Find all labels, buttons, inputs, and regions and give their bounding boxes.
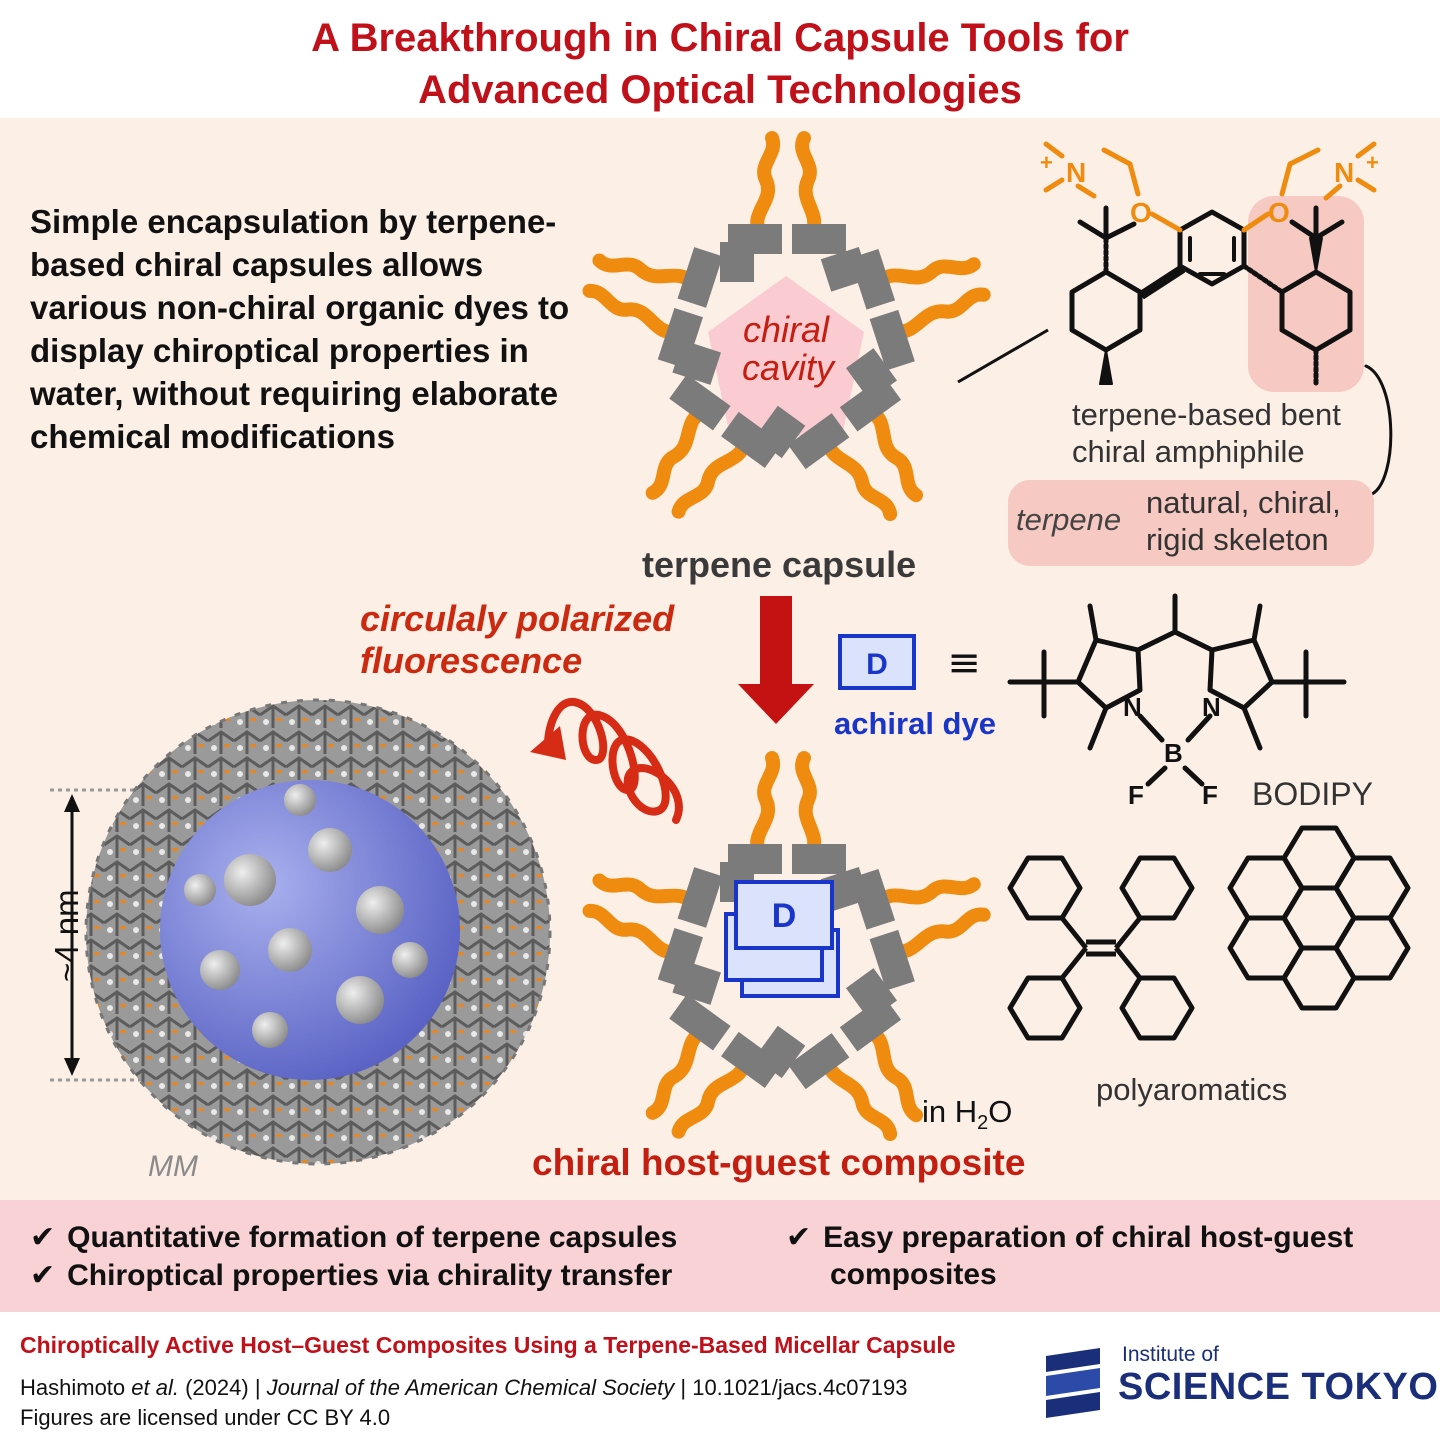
chiral-cavity-shape <box>708 276 864 436</box>
check-icon: ✔ <box>786 1221 812 1254</box>
ammonium-left: N <box>1066 157 1086 188</box>
achiral-dye-label: achiral dye <box>834 706 996 741</box>
bullet-1: ✔Quantitative formation of terpene capsu… <box>30 1221 678 1254</box>
solvent-label: in H2O <box>922 1094 1013 1135</box>
tetraphenylethylene-structure <box>1007 855 1195 1041</box>
summary-panel <box>0 1200 1440 1312</box>
citation: Hashimoto et al. (2024) | Journal of the… <box>20 1375 908 1400</box>
bodipy-f-right: F <box>1202 780 1218 810</box>
equivalence-sign: ≡ <box>947 640 981 686</box>
ammonium-left-charge: + <box>1040 150 1053 175</box>
bullet-2: ✔Chiroptical properties via chirality tr… <box>30 1259 673 1292</box>
terpene-info-box <box>1008 480 1374 566</box>
bullet-3-continued: composites <box>830 1258 997 1291</box>
terpene-capsule-top: chiral cavity <box>573 138 996 542</box>
molecular-model <box>50 698 552 1166</box>
terpene-word: terpene <box>1016 502 1122 537</box>
intro-text: Simple encapsulation by terpene-based ch… <box>30 203 570 455</box>
ammonium-right: N <box>1334 157 1354 188</box>
bodipy-f-left: F <box>1128 780 1144 810</box>
bodipy-structure: N N B F F <box>1007 593 1347 810</box>
bodipy-n-left: N <box>1123 692 1142 722</box>
bullet-3: ✔Easy preparation of chiral host-guest <box>786 1221 1354 1254</box>
terpene-capsule-label: terpene capsule <box>642 544 917 585</box>
cavity-label-line1: chiral <box>743 309 830 350</box>
title-line-2: Advanced Optical Technologies <box>418 68 1022 112</box>
amphiphile-label: terpene-based bent chiral amphiphile <box>1072 397 1341 469</box>
ammonium-right-charge: + <box>1366 150 1379 175</box>
oxygen-left: O <box>1130 197 1152 228</box>
license-text: Figures are licensed under CC BY 4.0 <box>20 1405 391 1430</box>
coronene-structure <box>1227 825 1411 1011</box>
cpl-label: circulaly polarized fluorescence <box>360 598 675 681</box>
oxygen-right: O <box>1268 197 1290 228</box>
title-line-1: A Breakthrough in Chiral Capsule Tools f… <box>311 16 1129 60</box>
terpene-capsule-bottom: D <box>573 758 996 1162</box>
amphiphile-structure: O O N + N + <box>1040 141 1393 496</box>
mm-label: MM <box>148 1150 198 1183</box>
cavity-label-line2: cavity <box>742 347 836 388</box>
paper-title: Chiroptically Active Host–Guest Composit… <box>20 1332 956 1358</box>
polyaromatics-label: polyaromatics <box>1096 1072 1288 1107</box>
terpene-description: natural, chiral, rigid skeleton <box>1146 485 1341 557</box>
check-icon: ✔ <box>30 1221 56 1254</box>
terpene-highlight <box>1248 196 1364 392</box>
page-title: A Breakthrough in Chiral Capsule Tools f… <box>0 12 1440 116</box>
connector-line <box>957 328 1049 384</box>
check-icon: ✔ <box>30 1259 56 1292</box>
dye-symbol-encapsulated: D <box>772 897 797 935</box>
dye-symbol: D ≡ <box>838 634 981 690</box>
composite-label: chiral host-guest composite <box>532 1142 1026 1183</box>
bodipy-label: BODIPY <box>1252 776 1373 812</box>
dye-stack-front <box>734 880 834 950</box>
cpl-helix <box>530 698 683 824</box>
institution-name: SCIENCE TOKYO <box>1118 1366 1439 1408</box>
institution-small-text: Institute of <box>1122 1343 1219 1366</box>
bodipy-n-right: N <box>1202 692 1221 722</box>
size-label: ~4 nm <box>48 889 85 982</box>
bodipy-b: B <box>1164 738 1183 768</box>
reaction-arrow <box>738 596 814 724</box>
svg-text:D: D <box>866 648 888 681</box>
